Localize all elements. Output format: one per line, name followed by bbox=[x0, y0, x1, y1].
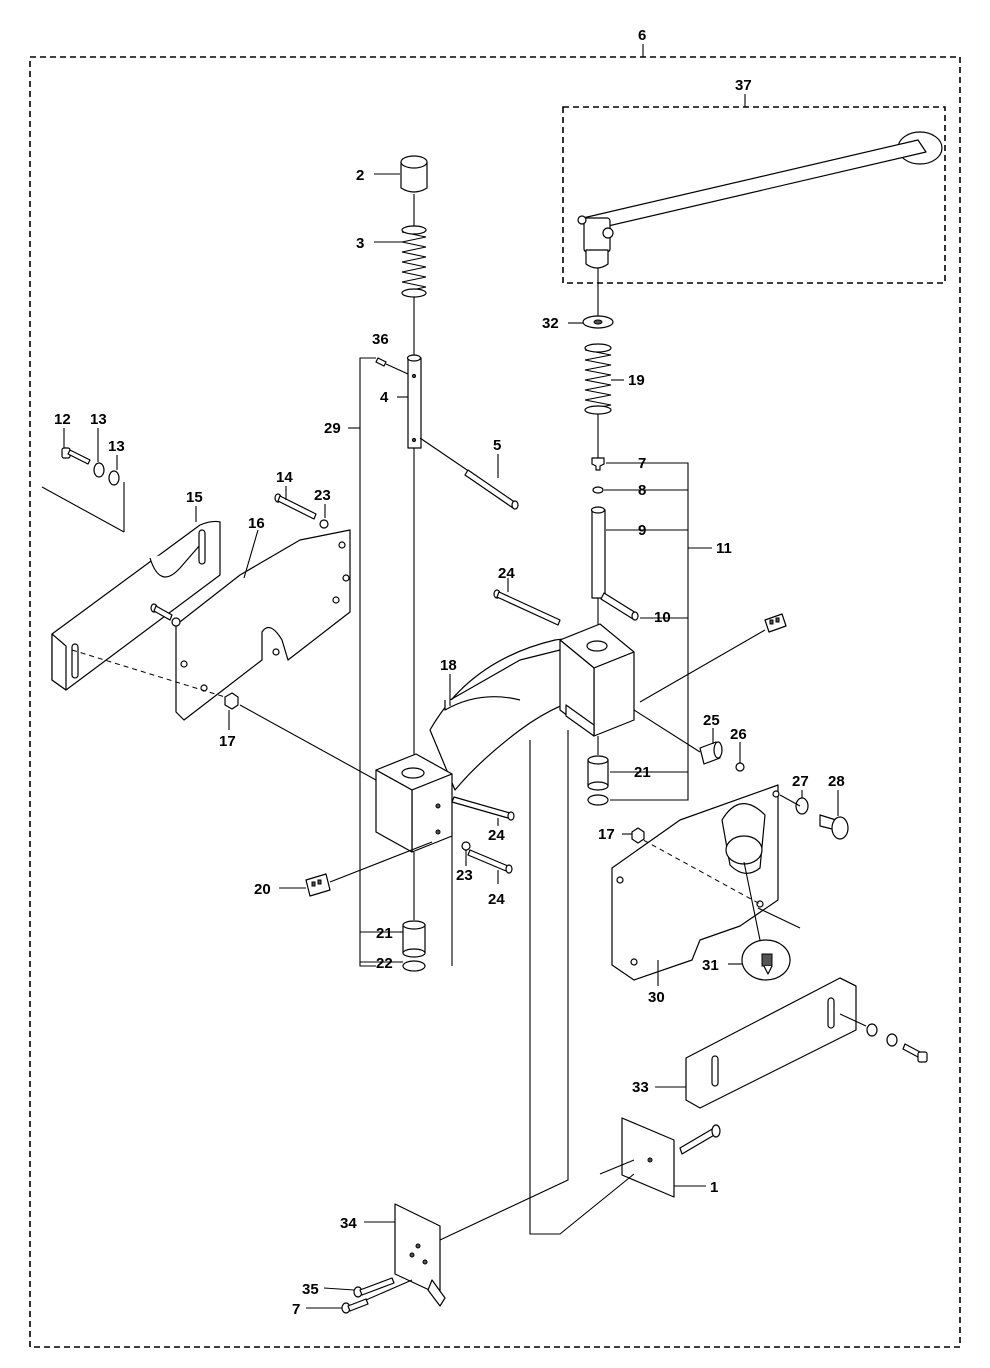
part-21-bushing bbox=[402, 920, 426, 958]
callout-16: 16 bbox=[248, 515, 265, 532]
callout-6: 6 bbox=[638, 27, 646, 44]
part-31-lock bbox=[721, 803, 791, 981]
part-20-connector-right bbox=[764, 613, 787, 633]
callout-7b: 7 bbox=[292, 1301, 300, 1318]
callout-1: 1 bbox=[710, 1179, 718, 1196]
part-14-screw bbox=[274, 493, 317, 520]
callout-9: 9 bbox=[638, 522, 646, 539]
callout-31: 31 bbox=[702, 957, 719, 974]
part-7-pin bbox=[591, 457, 605, 471]
part-21-bushing-right bbox=[587, 755, 609, 791]
part-13-washer bbox=[93, 462, 105, 478]
callout-26: 26 bbox=[730, 726, 747, 743]
part-15-plate bbox=[51, 520, 221, 691]
part-32-washer bbox=[582, 315, 614, 329]
callout-24b: 24 bbox=[488, 827, 505, 844]
callout-35: 35 bbox=[302, 1281, 319, 1298]
callout-21b: 21 bbox=[634, 764, 651, 781]
part-13-washer-2 bbox=[108, 470, 120, 486]
part-12-screw bbox=[61, 447, 91, 465]
callout-24c: 24 bbox=[488, 891, 505, 908]
callout-3: 3 bbox=[356, 235, 364, 252]
part-33-plate bbox=[685, 977, 857, 1109]
part-23-washer bbox=[461, 841, 471, 851]
callout-19: 19 bbox=[628, 372, 645, 389]
part-10-pin bbox=[600, 592, 639, 621]
callout-29: 29 bbox=[324, 420, 341, 437]
callout-2: 2 bbox=[356, 167, 364, 184]
callout-34: 34 bbox=[340, 1215, 357, 1232]
part-33-washer bbox=[866, 1023, 878, 1037]
callout-13: 13 bbox=[90, 411, 107, 428]
callout-37: 37 bbox=[735, 77, 752, 94]
part-33-bolt bbox=[902, 1043, 928, 1063]
part-9-shaft bbox=[590, 506, 606, 599]
part-35-screw bbox=[353, 1277, 395, 1298]
callout-14: 14 bbox=[276, 469, 293, 486]
part-28-knob bbox=[819, 814, 849, 840]
callout-23: 23 bbox=[314, 487, 331, 504]
part-23-nut-top bbox=[319, 519, 329, 529]
assembly-6-boundary bbox=[29, 56, 961, 1348]
callout-23b: 23 bbox=[456, 867, 473, 884]
callout-11: 11 bbox=[716, 540, 732, 557]
callout-32: 32 bbox=[542, 315, 559, 332]
part-8-ring bbox=[592, 486, 604, 494]
callout-22: 22 bbox=[376, 955, 393, 972]
callout-15: 15 bbox=[186, 489, 203, 506]
part-18-carriage bbox=[375, 623, 635, 853]
part-25-bushing bbox=[699, 741, 723, 765]
part-20-connector bbox=[305, 873, 331, 897]
callout-36: 36 bbox=[372, 331, 389, 348]
part-24-bolt-top bbox=[493, 589, 561, 626]
callout-5: 5 bbox=[493, 437, 501, 454]
callout-21: 21 bbox=[376, 925, 393, 942]
callout-25: 25 bbox=[703, 712, 720, 729]
part-19-spring bbox=[584, 343, 612, 415]
part-21-ring-right bbox=[587, 794, 609, 806]
part-5-pin bbox=[464, 469, 519, 510]
part-4-shaft bbox=[406, 354, 422, 449]
callout-30: 30 bbox=[648, 989, 665, 1006]
part-24-bolt-mid bbox=[451, 796, 515, 821]
part-36-pin bbox=[375, 357, 387, 367]
callout-18: 18 bbox=[440, 657, 457, 674]
part-1-plate bbox=[621, 1117, 721, 1198]
callout-10: 10 bbox=[654, 609, 671, 626]
part-24-bolt-low bbox=[467, 849, 513, 874]
callout-4: 4 bbox=[380, 389, 389, 406]
part-22-ring bbox=[402, 960, 426, 972]
part-34-bracket bbox=[394, 1203, 446, 1307]
part-17-nut bbox=[224, 692, 239, 710]
part-37-lever-arm bbox=[577, 131, 943, 269]
part-16-screw-small bbox=[150, 603, 173, 621]
part-33-washer-2 bbox=[886, 1033, 898, 1047]
callout-33: 33 bbox=[632, 1079, 649, 1096]
callout-28: 28 bbox=[828, 773, 845, 790]
callout-20: 20 bbox=[254, 881, 271, 898]
callout-17b: 17 bbox=[598, 826, 615, 843]
callout-12: 12 bbox=[54, 411, 71, 428]
part-3-spring bbox=[401, 225, 427, 298]
part-27-washer bbox=[795, 797, 809, 815]
part-2-cap bbox=[400, 155, 428, 193]
part-17-nut-right bbox=[631, 827, 645, 844]
part-7-screw-bottom bbox=[341, 1298, 369, 1314]
callout-8: 8 bbox=[638, 482, 646, 499]
callout-24: 24 bbox=[498, 565, 515, 582]
part-26-clip bbox=[735, 762, 745, 772]
callout-27: 27 bbox=[792, 773, 809, 790]
callout-7: 7 bbox=[638, 455, 646, 472]
assembly-37-boundary bbox=[562, 106, 946, 284]
callout-13b: 13 bbox=[108, 438, 125, 455]
callout-17: 17 bbox=[219, 733, 236, 750]
part-16-plate bbox=[175, 529, 351, 721]
